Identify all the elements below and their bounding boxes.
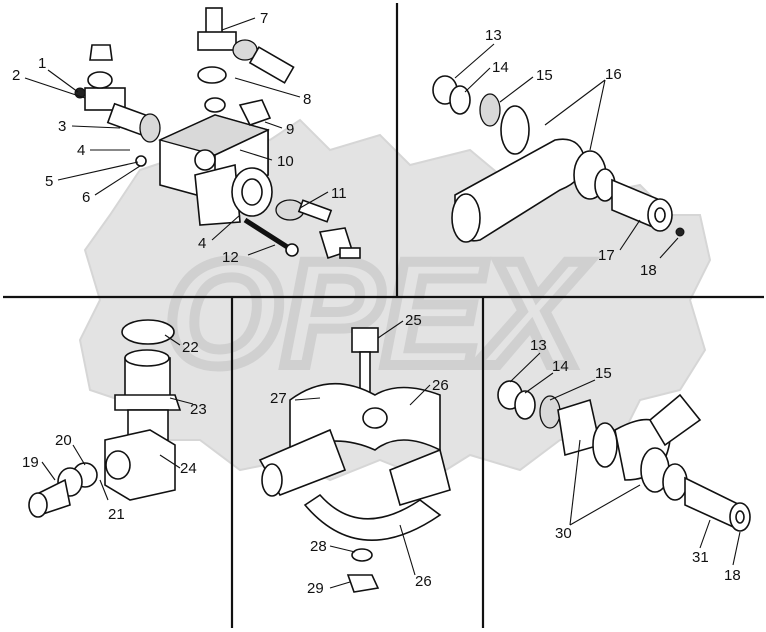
- callout-5: 5: [45, 173, 53, 190]
- callout-3: 3: [58, 118, 66, 135]
- callout-4: 4: [77, 142, 85, 159]
- valve-block-assembly: [74, 7, 361, 260]
- callout-8: 8: [303, 91, 311, 108]
- callouts-q4: 25 27 26 28 29 26: [270, 312, 449, 597]
- callouts-q5: 13 14 15 30 31 18: [530, 337, 741, 584]
- callout-24: 24: [180, 460, 197, 477]
- callout-13: 13: [485, 27, 502, 44]
- callout-26b: 26: [415, 573, 432, 590]
- callout-9: 9: [286, 121, 294, 138]
- callout-15: 15: [536, 67, 553, 84]
- callout-28: 28: [310, 538, 327, 555]
- tube-assembly-top: [432, 75, 685, 243]
- callout-26: 26: [432, 377, 449, 394]
- callouts-q1: 1 2 3 4 5 6 7 8 9 10 11 4 12: [12, 10, 347, 266]
- tube-assembly-bottom: [497, 380, 751, 532]
- callout-23: 23: [190, 401, 207, 418]
- callout-31: 31: [692, 549, 709, 566]
- callout-14: 14: [492, 59, 509, 76]
- callout-13b: 13: [530, 337, 547, 354]
- callout-4b: 4: [198, 235, 206, 252]
- callout-11: 11: [331, 185, 347, 202]
- callout-18b: 18: [724, 567, 741, 584]
- callout-22: 22: [182, 339, 199, 356]
- callout-30: 30: [555, 525, 572, 542]
- leader-lines: [24, 17, 741, 589]
- callout-7: 7: [260, 10, 268, 27]
- callout-16: 16: [605, 66, 622, 83]
- callout-18: 18: [640, 262, 657, 279]
- callout-29: 29: [307, 580, 324, 597]
- callout-20: 20: [55, 432, 72, 449]
- callout-6: 6: [82, 189, 90, 206]
- callouts-q2: 13 14 15 16 17 18: [485, 27, 657, 279]
- saddle-clamp-assembly: [258, 327, 451, 593]
- callout-19: 19: [22, 454, 39, 471]
- elbow-fitting-assembly: [28, 319, 182, 518]
- callouts-q3: 22 23 20 24 19 21: [22, 339, 207, 523]
- callout-21: 21: [108, 506, 125, 523]
- callout-10: 10: [277, 153, 294, 170]
- callout-27: 27: [270, 390, 287, 407]
- callout-25: 25: [405, 312, 422, 329]
- callout-12: 12: [222, 249, 239, 266]
- callout-17: 17: [598, 247, 615, 264]
- callout-1: 1: [38, 55, 46, 72]
- callout-15b: 15: [595, 365, 612, 382]
- callout-2: 2: [12, 67, 20, 84]
- callout-14b: 14: [552, 358, 569, 375]
